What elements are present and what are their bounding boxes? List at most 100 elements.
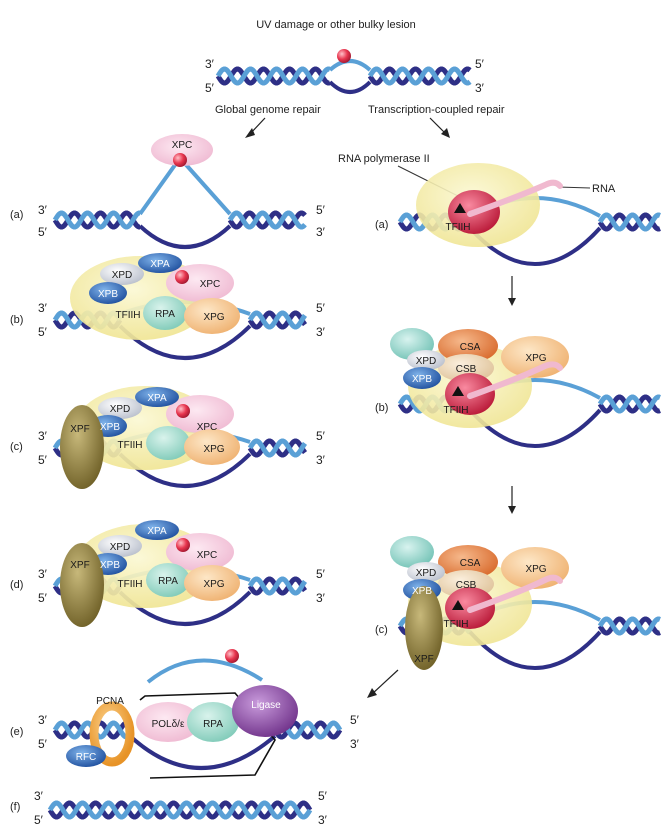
xpd-label-b: XPD (112, 270, 133, 281)
tfiih-label-ra: TFIIH (446, 222, 471, 233)
dna-strand-light (247, 310, 308, 330)
dna-strand-light (215, 66, 331, 86)
end-left-c-3: 3′ (38, 429, 48, 443)
dna-strand-dark (367, 66, 472, 86)
dna-helix-segment (367, 66, 472, 86)
dna-strand-light (227, 210, 307, 230)
xpg-protein-b (184, 298, 240, 334)
ligase-label-e: Ligase (251, 700, 281, 711)
step-label-left-a: (a) (10, 209, 23, 221)
xpc-label-b: XPC (200, 279, 221, 290)
end-left-f-3: 3′ (34, 789, 44, 803)
dna-strand-light (247, 576, 308, 596)
end-left-e-3: 3′ (38, 713, 48, 727)
arrow-right (429, 117, 447, 135)
dna-strand-light (597, 394, 661, 414)
polymerase-triangle-ra (454, 203, 466, 213)
dna-strand-dark (597, 212, 661, 232)
dna-strand-light (597, 616, 661, 636)
xpb-label-b: XPB (98, 289, 118, 300)
xpb-label-c: XPB (100, 422, 120, 433)
dna-strand-light (367, 66, 472, 86)
xpg-label-d: XPG (203, 579, 224, 590)
xpg-label-c: XPG (203, 444, 224, 455)
polymerase-triangle-rc (452, 600, 464, 610)
xpa-protein-b (138, 253, 182, 273)
rna-strand-rb (467, 361, 563, 399)
rpa-protein-d (146, 563, 190, 597)
tfiih-label-d: TFIIH (118, 579, 143, 590)
dna-strand-light (597, 212, 661, 232)
xpg-label-rc: XPG (525, 564, 546, 575)
xpf-protein-rc (405, 586, 443, 670)
end-left-b-5r: 5′ (316, 301, 326, 315)
rfc-protein-e (66, 745, 106, 767)
tfiih-label-c: TFIIH (118, 440, 143, 451)
header-dna (215, 49, 472, 94)
xpf-label-d: XPF (70, 560, 89, 571)
xpg-protein-d (184, 565, 240, 601)
tfiih-label-rb: TFIIH (444, 405, 469, 416)
xpg-protein-rb (501, 336, 569, 378)
end-left-a-3: 3′ (38, 203, 48, 217)
xpg-protein-c (184, 429, 240, 465)
xpf-protein-c (60, 405, 104, 489)
header-end-5-left: 5′ (205, 81, 215, 95)
xpc-protein-a (151, 134, 213, 166)
xpb-label-rb: XPB (412, 374, 432, 385)
rna-polymerase-label: RNA polymerase II (338, 153, 430, 165)
ligase-protein-e (232, 685, 298, 737)
xpd-protein-rb (407, 350, 445, 370)
teal-protein-rc (390, 536, 434, 568)
dna-strand-dark (247, 310, 308, 330)
header-end-3-left: 3′ (205, 57, 215, 71)
pol-protein-e (136, 702, 200, 742)
xpa-protein-c (135, 387, 179, 407)
step-label-left-f: (f) (10, 801, 20, 813)
header-end-3-right: 3′ (475, 81, 485, 95)
csb-label-rc: CSB (456, 580, 477, 591)
xpb-label-rc: XPB (412, 586, 432, 597)
xpd-label-d: XPD (110, 542, 131, 553)
lesion-excised (225, 649, 239, 663)
xpd-protein-d (98, 535, 142, 557)
dna-strand-light (52, 210, 140, 230)
xpc-label-a: XPC (172, 140, 193, 151)
lesion-left-a (173, 153, 187, 167)
lesion-marker (337, 49, 351, 63)
csa-label-rc: CSA (460, 558, 481, 569)
step-label-left-c: (c) (10, 441, 23, 453)
arrow-to-e (371, 669, 399, 695)
end-left-c-3r: 3′ (316, 453, 326, 467)
xpd-protein-rc (407, 562, 445, 582)
xpf-label-c: XPF (70, 424, 89, 435)
dna-helix-segment (247, 310, 308, 330)
dna-helix-segment (215, 66, 331, 86)
step-label-left-b: (b) (10, 314, 23, 326)
dna-strand-dark (215, 66, 331, 86)
csa-label-rb: CSA (460, 342, 481, 353)
pcna-clamp-e (89, 701, 135, 767)
dna-helix-segment (52, 210, 140, 230)
end-left-f-3r: 3′ (318, 813, 328, 827)
rpa-label-d: RPA (158, 576, 178, 587)
rna-pointer (557, 186, 591, 189)
csa-protein-rb (438, 329, 498, 363)
dna-left-f (47, 800, 313, 820)
xpd-label-c: XPD (110, 404, 131, 415)
end-left-c-5: 5′ (38, 453, 48, 467)
excised-fragment (146, 649, 264, 684)
dna-strand-dark (247, 438, 308, 458)
end-left-a-5r: 5′ (316, 203, 326, 217)
rna-strand-rc (467, 574, 563, 613)
xpb-protein-b (89, 282, 127, 304)
lesion-left-d (176, 538, 190, 552)
lesion-left-b (175, 270, 189, 284)
diagram-title: UV damage or other bulky lesion (256, 19, 416, 31)
end-left-d-3r: 3′ (316, 591, 326, 605)
rna-strand-ra (467, 179, 563, 217)
rpa-label-e: RPA (203, 719, 223, 730)
step-label-right-a: (a) (375, 219, 388, 231)
pcna-label-e: PCNA (96, 696, 124, 707)
